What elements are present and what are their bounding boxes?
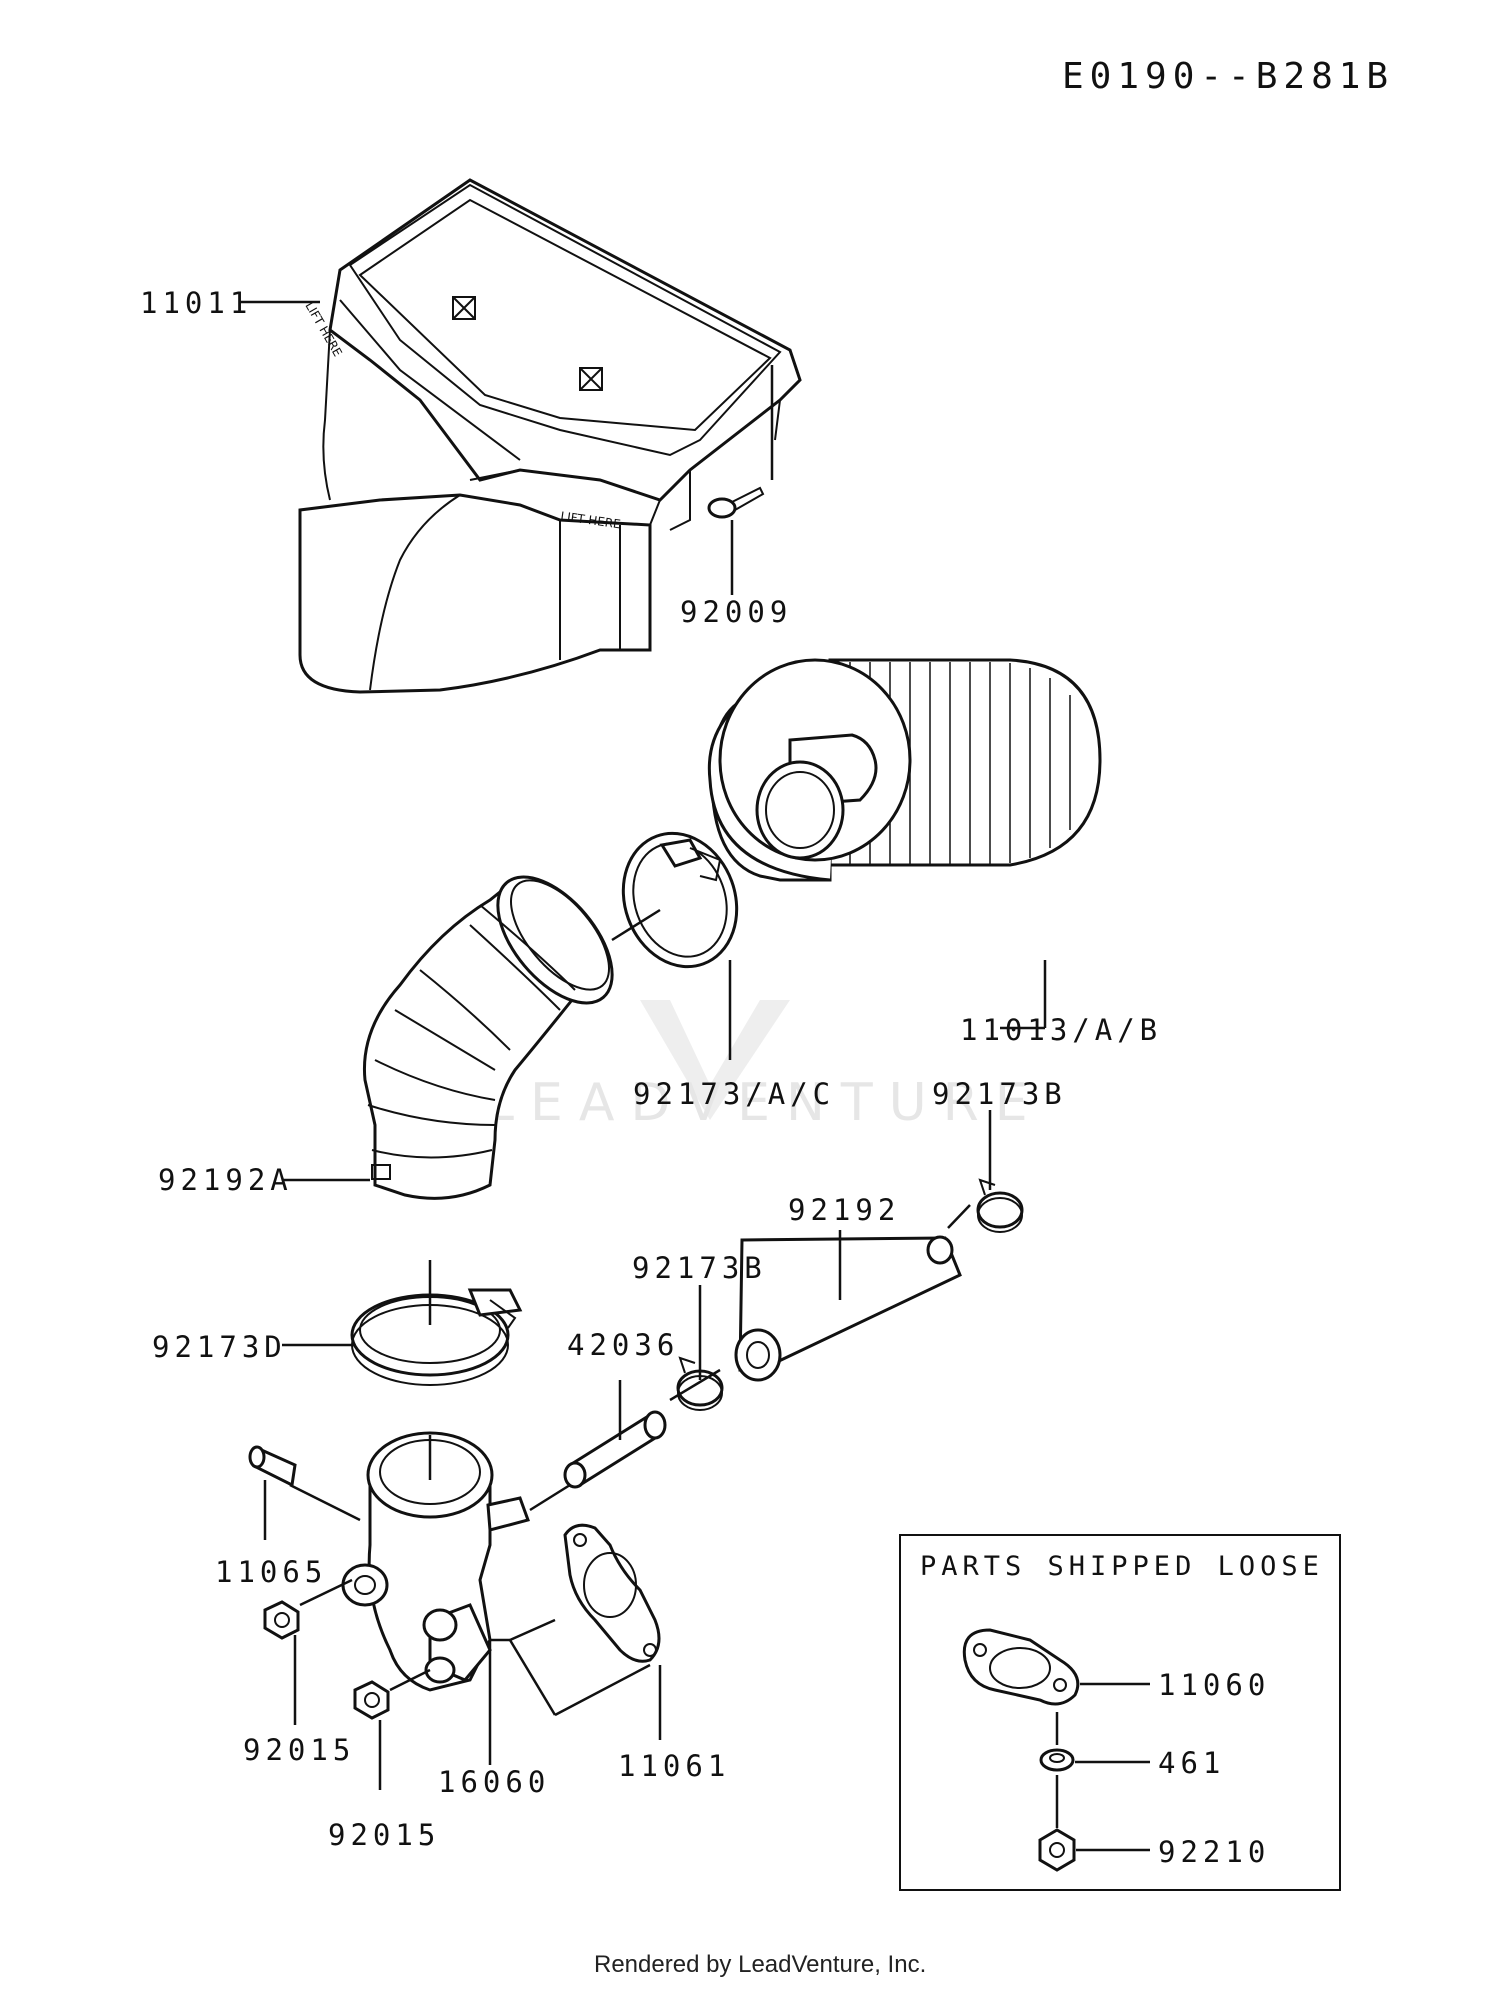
label-92015-b: 92015 [328, 1818, 440, 1852]
label-11013: 11013/A/B [960, 1013, 1162, 1047]
breather-pipe-42036 [563, 1410, 667, 1489]
label-92192a: 92192A [158, 1163, 293, 1197]
label-461: 461 [1158, 1746, 1225, 1780]
washer-461 [1039, 1748, 1075, 1772]
loose-box-title: PARTS SHIPPED LOOSE [920, 1551, 1324, 1582]
hose-clamp-92173d [350, 1288, 523, 1386]
loose-leader-lines [1055, 1682, 1150, 1852]
air-cleaner-housing: LIFT HERE LIFT HERE [298, 178, 802, 694]
air-filter-element [707, 658, 1102, 882]
dowel-pin-11065 [248, 1445, 297, 1488]
nut-92015-upper [263, 1600, 300, 1640]
part-labels: 11011 92009 11013/A/B 92173/A/C 92173B 9… [140, 286, 1270, 1869]
label-92173ac: 92173/A/C [633, 1077, 835, 1111]
label-92015-a: 92015 [243, 1733, 355, 1767]
gasket-11061 [563, 1523, 661, 1663]
label-11011: 11011 [140, 286, 252, 320]
footer-credit: Rendered by LeadVenture, Inc. [594, 1951, 926, 1978]
label-11065: 11065 [215, 1555, 327, 1589]
label-92009: 92009 [680, 595, 792, 629]
label-42036: 42036 [567, 1328, 679, 1362]
intake-elbow-hose [362, 875, 614, 1200]
label-92192: 92192 [788, 1193, 900, 1227]
watermark-logo [640, 1000, 790, 1120]
label-92173b-top: 92173B [932, 1077, 1067, 1111]
screw-92009 [707, 486, 765, 519]
leader-lines [240, 300, 1047, 1790]
label-11061: 11061 [618, 1749, 730, 1783]
label-92210: 92210 [1158, 1835, 1270, 1869]
label-92173b-mid: 92173B [632, 1251, 767, 1285]
nut-92015-lower [353, 1680, 390, 1720]
hose-clamp-92173ac [621, 831, 739, 969]
label-92173d: 92173D [152, 1330, 287, 1364]
watermark-text: LEADVENTURE [485, 1073, 1044, 1133]
label-16060: 16060 [438, 1765, 550, 1799]
diagram-code: E0190--B281B [1062, 56, 1394, 97]
hose-92192 [734, 1235, 962, 1382]
label-11060: 11060 [1158, 1668, 1270, 1702]
intake-pipe-16060 [341, 1431, 530, 1692]
nut-92210 [1038, 1828, 1076, 1872]
parts-shipped-loose-box [899, 1534, 1341, 1891]
clamp-92173b-upper [976, 1178, 1024, 1233]
gasket-11060 [962, 1628, 1080, 1706]
